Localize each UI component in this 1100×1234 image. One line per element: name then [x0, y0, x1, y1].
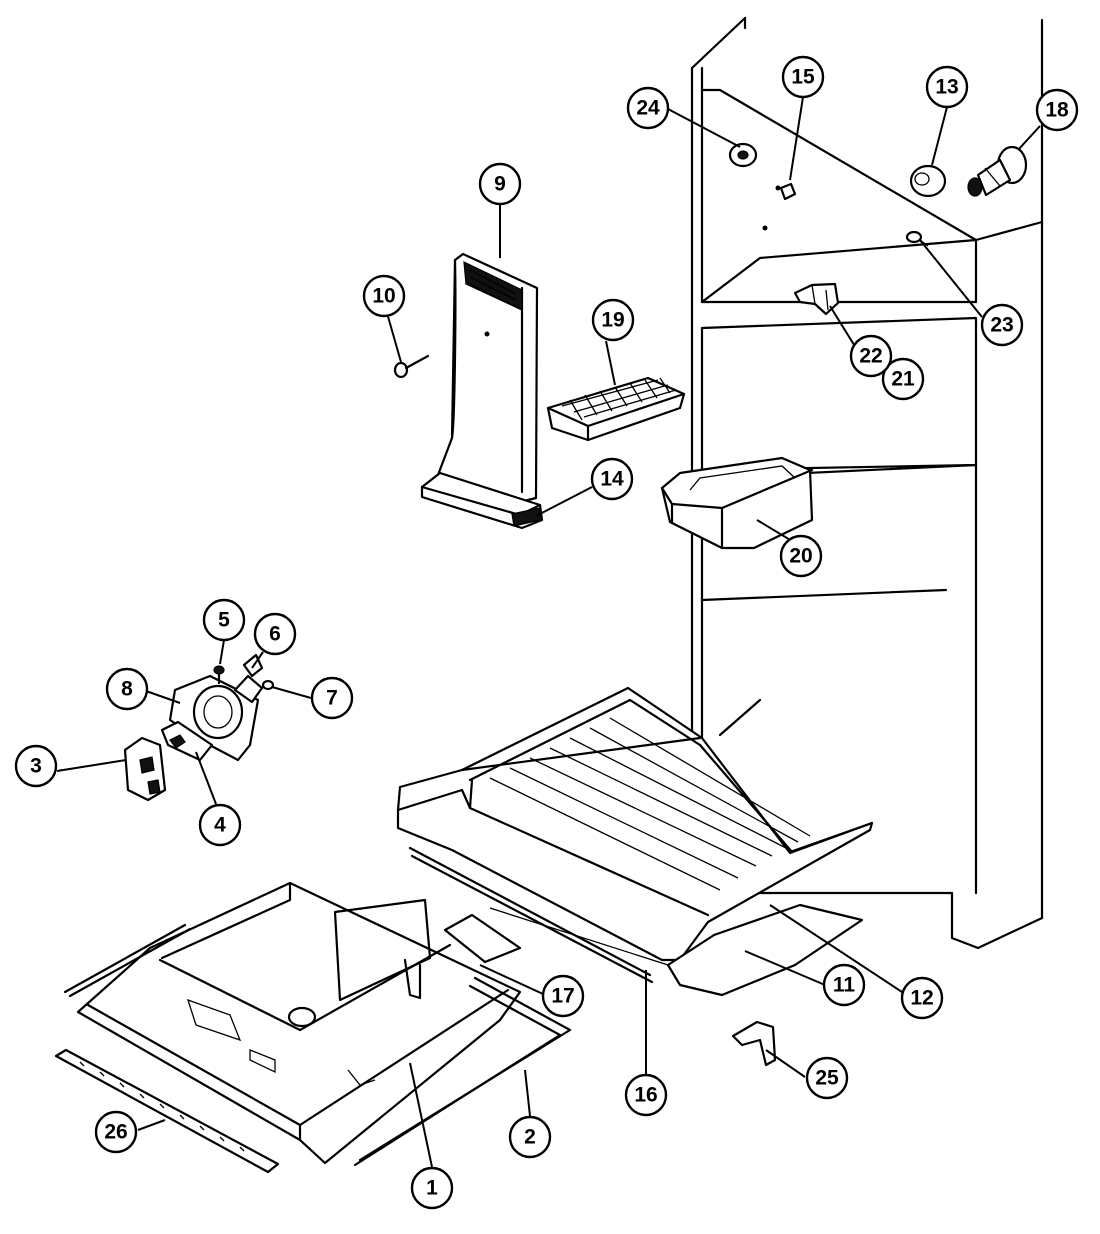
callout-15-label: 15 [791, 66, 815, 89]
part-4-mount [160, 720, 214, 762]
callout-18: 18 [1035, 88, 1079, 132]
callout-22: 22 [849, 334, 893, 378]
left-rail [63, 923, 192, 998]
callout-6: 6 [253, 612, 297, 656]
part-12-shelf [396, 686, 874, 962]
callout-1-label: 1 [426, 1177, 438, 1200]
part-7-clip [261, 679, 275, 691]
part-16-rail [408, 846, 654, 984]
callout-24: 24 [626, 86, 670, 130]
callout-9: 9 [478, 162, 522, 206]
callout-4: 4 [198, 803, 242, 847]
callout-20-label: 20 [789, 545, 812, 568]
part-17-pad [443, 913, 522, 964]
callout-19: 19 [591, 298, 635, 342]
callout-22-label: 22 [859, 345, 882, 368]
part-26-grille-strip [54, 1048, 280, 1174]
part-13-knob [909, 164, 947, 198]
part-9-duct-cover [436, 252, 539, 504]
part-10-screw [393, 354, 430, 379]
callout-5-label: 5 [218, 609, 230, 632]
callout-24-label: 24 [636, 97, 660, 120]
part-15-clip [779, 182, 797, 201]
callout-2-label: 2 [524, 1126, 536, 1149]
callout-7-label: 7 [326, 687, 338, 710]
callout-3: 3 [14, 744, 58, 788]
callout-4-label: 4 [214, 814, 226, 837]
callout-10: 10 [362, 274, 406, 318]
part-1-drip-tray [76, 881, 522, 1165]
callout-14: 14 [590, 457, 634, 501]
callout-9-label: 9 [494, 173, 506, 196]
leader-lines [56, 96, 1041, 1168]
part-20-ice-bin [660, 456, 814, 550]
callout-12-label: 12 [910, 987, 933, 1010]
callout-8: 8 [105, 667, 149, 711]
callout-21: 21 [881, 357, 925, 401]
callout-10-label: 10 [372, 285, 395, 308]
callout-7: 7 [310, 676, 354, 720]
callout-20: 20 [779, 534, 823, 578]
refrigerator-cabinet [690, 16, 1044, 950]
callout-11: 11 [822, 963, 866, 1007]
callout-17-label: 17 [551, 985, 574, 1008]
callout-26-label: 26 [104, 1121, 127, 1144]
callout-8-label: 8 [121, 678, 133, 701]
callout-11-label: 11 [833, 974, 856, 997]
part-18-control [967, 145, 1028, 197]
callout-2: 2 [508, 1115, 552, 1159]
part-3-fan-motor [123, 736, 167, 802]
callout-6-label: 6 [269, 623, 281, 646]
part-5-screw [213, 665, 225, 685]
callout-16-label: 16 [634, 1084, 657, 1107]
part-19-ice-tray [546, 376, 686, 442]
callout-14-label: 14 [600, 468, 624, 491]
callout-25-label: 25 [815, 1067, 839, 1090]
callout-19-label: 19 [601, 309, 624, 332]
callout-12: 12 [900, 976, 944, 1020]
callout-15: 15 [781, 55, 825, 99]
callout-25: 25 [805, 1056, 849, 1100]
callout-23-label: 23 [990, 314, 1013, 337]
callout-17: 17 [541, 974, 585, 1018]
part-6-fan-blade [233, 653, 264, 704]
callout-16: 16 [624, 1073, 668, 1117]
callout-13-label: 13 [935, 76, 958, 99]
part-8-fan-bracket [168, 674, 260, 762]
callout-18-label: 18 [1045, 99, 1069, 122]
callout-13: 13 [925, 65, 969, 109]
part-14-duct-base [420, 471, 544, 530]
part-24-grommet [728, 142, 758, 168]
callout-1: 1 [410, 1166, 454, 1210]
part-25-bracket [731, 1020, 777, 1067]
callout-21-label: 21 [891, 368, 915, 391]
callout-26: 26 [94, 1110, 138, 1154]
callout-3-label: 3 [30, 755, 42, 778]
callout-5: 5 [202, 598, 246, 642]
callout-23: 23 [980, 303, 1024, 347]
